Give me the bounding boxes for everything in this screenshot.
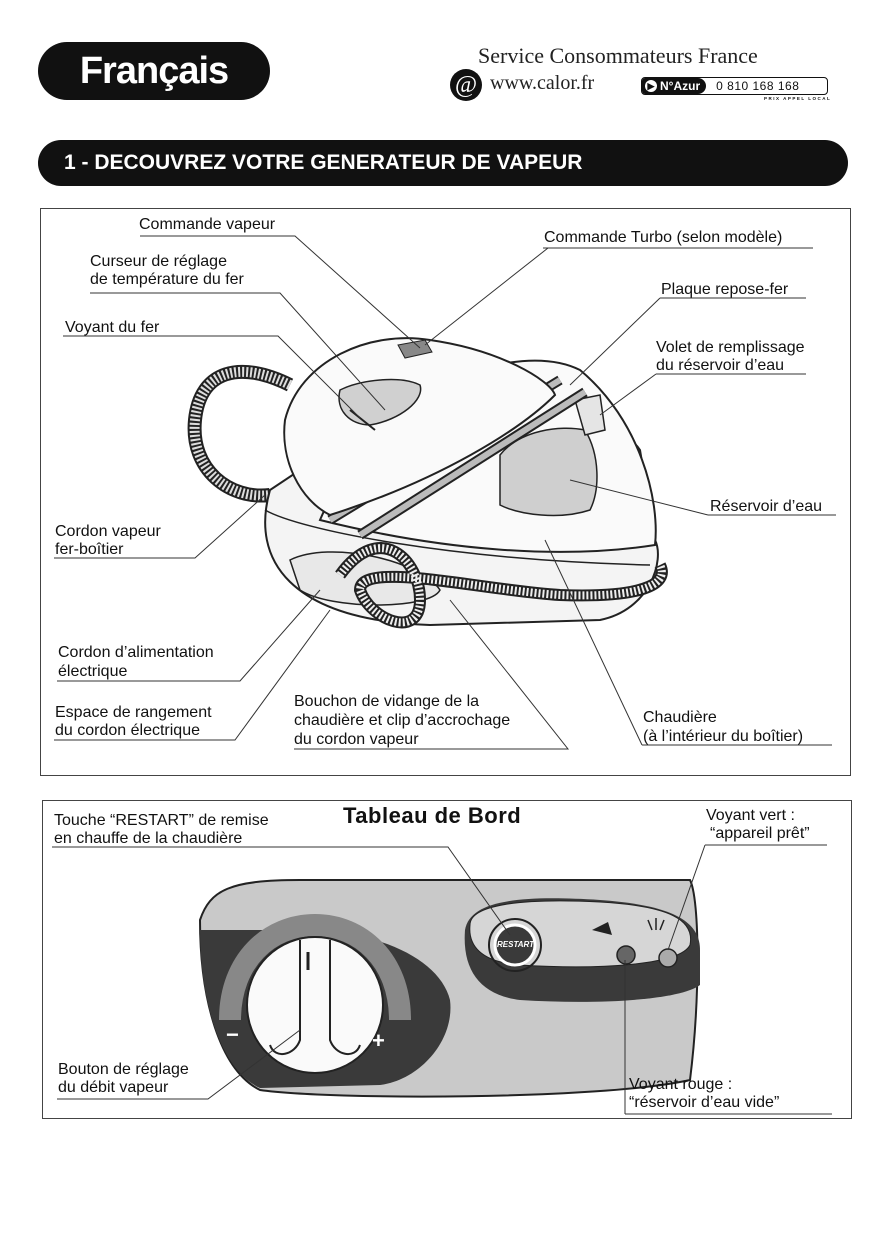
label-temp-cursor-1: Curseur de réglage bbox=[90, 253, 227, 270]
label-power-cord-2: électrique bbox=[58, 663, 128, 680]
label-drain-plug-3: du cordon vapeur bbox=[294, 731, 419, 748]
label-restart-1: Touche “RESTART” de remise bbox=[54, 812, 269, 829]
label-turbo-control: Commande Turbo (selon modèle) bbox=[544, 229, 783, 246]
plus-sign: + bbox=[372, 1028, 385, 1053]
at-icon: @ bbox=[450, 69, 482, 101]
iron-drawing bbox=[283, 337, 557, 517]
label-fill-flap-1: Volet de remplissage bbox=[656, 339, 805, 356]
azur-phone-box: ▶N°Azur 0 810 168 168 bbox=[641, 77, 828, 95]
dashboard-drawing bbox=[198, 879, 700, 1098]
play-arrow-icon: ▶ bbox=[645, 80, 657, 92]
website-link[interactable]: www.calor.fr bbox=[490, 72, 595, 94]
language-badge: Français bbox=[38, 42, 270, 100]
label-cord-storage-1: Espace de rangement bbox=[55, 704, 212, 721]
dashboard-title: Tableau de Bord bbox=[343, 803, 522, 828]
label-drain-plug-1: Bouchon de vidange de la bbox=[294, 693, 480, 710]
diagram-frame bbox=[40, 208, 851, 776]
azur-text: N°Azur bbox=[660, 79, 701, 93]
dashboard-frame bbox=[42, 800, 852, 1119]
label-drain-plug-2: chaudière et clip d’accrochage bbox=[294, 712, 511, 729]
label-iron-rest-plate: Plaque repose-fer bbox=[661, 281, 789, 298]
label-power-cord-1: Cordon d’alimentation bbox=[58, 644, 214, 661]
azur-label: ▶N°Azur bbox=[642, 78, 707, 94]
label-steam-control: Commande vapeur bbox=[139, 216, 276, 233]
diagram-leader-lines bbox=[54, 235, 836, 750]
label-iron-light: Voyant du fer bbox=[65, 319, 160, 336]
minus-sign: − bbox=[226, 1022, 239, 1047]
label-red-light-1: Voyant rouge : bbox=[629, 1076, 733, 1093]
label-fill-flap-2: du réservoir d’eau bbox=[656, 357, 785, 374]
section-title: 1 - DECOUVREZ VOTRE GENERATEUR DE VAPEUR bbox=[38, 140, 848, 186]
label-boiler-2: (à l’intérieur du boîtier) bbox=[643, 728, 804, 745]
dashboard-leader-lines bbox=[52, 844, 832, 1115]
label-cord-storage-2: du cordon électrique bbox=[55, 722, 200, 739]
label-green-light-1: Voyant vert : bbox=[706, 807, 795, 824]
label-restart-2: en chauffe de la chaudière bbox=[54, 830, 243, 847]
service-title: Service Consommateurs France bbox=[478, 43, 758, 68]
label-water-tank: Réservoir d’eau bbox=[710, 498, 823, 515]
price-note: PRIX APPEL LOCAL bbox=[764, 96, 832, 101]
label-temp-cursor-2: de température du fer bbox=[90, 271, 244, 288]
label-green-light-2: “appareil prêt” bbox=[710, 825, 810, 842]
label-boiler-1: Chaudière bbox=[643, 709, 717, 726]
label-steam-knob-2: du débit vapeur bbox=[58, 1079, 169, 1096]
restart-button[interactable]: RESTART bbox=[497, 940, 535, 949]
label-red-light-2: “réservoir d’eau vide” bbox=[629, 1094, 780, 1111]
phone-number: 0 810 168 168 bbox=[716, 79, 800, 93]
label-steam-knob-1: Bouton de réglage bbox=[58, 1061, 189, 1078]
label-steam-cord-1: Cordon vapeur bbox=[55, 523, 161, 540]
steam-cord-drawing bbox=[187, 364, 294, 503]
label-steam-cord-2: fer-boîtier bbox=[55, 541, 124, 558]
